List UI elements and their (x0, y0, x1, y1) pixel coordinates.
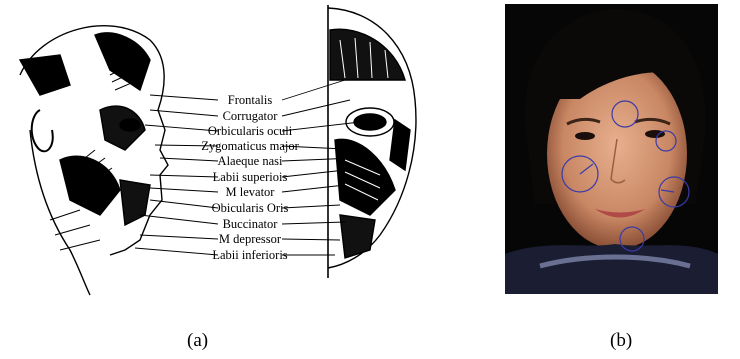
muscle-labels: Frontalis Corrugator Orbicularis oculi Z… (201, 93, 299, 262)
caption-b: (b) (610, 331, 632, 350)
label-zygomaticus-major: Zygomaticus major (201, 139, 299, 153)
label-m-depressor: M depressor (219, 232, 282, 246)
label-labii-inferioris: Labii inferioris (212, 248, 287, 262)
label-obicularis-oris: Obicularis Oris (212, 201, 289, 215)
face-photo-with-markers (505, 4, 718, 294)
label-orbicularis-oculi: Orbicularis oculi (208, 124, 293, 138)
label-corrugator: Corrugator (223, 109, 279, 123)
facial-muscle-diagram: Frontalis Corrugator Orbicularis oculi Z… (0, 0, 440, 300)
label-labii-superiois: Labii superiois (213, 170, 288, 184)
left-profile-head-drawing (20, 26, 168, 295)
sweater (505, 244, 718, 294)
label-buccinator: Buccinator (223, 217, 279, 231)
label-alaeque-nasi: Alaeque nasi (218, 154, 283, 168)
label-m-levator: M levator (226, 185, 276, 199)
right-frontal-head-drawing (328, 5, 416, 278)
label-frontalis: Frontalis (228, 93, 273, 107)
caption-a: (a) (187, 331, 208, 350)
